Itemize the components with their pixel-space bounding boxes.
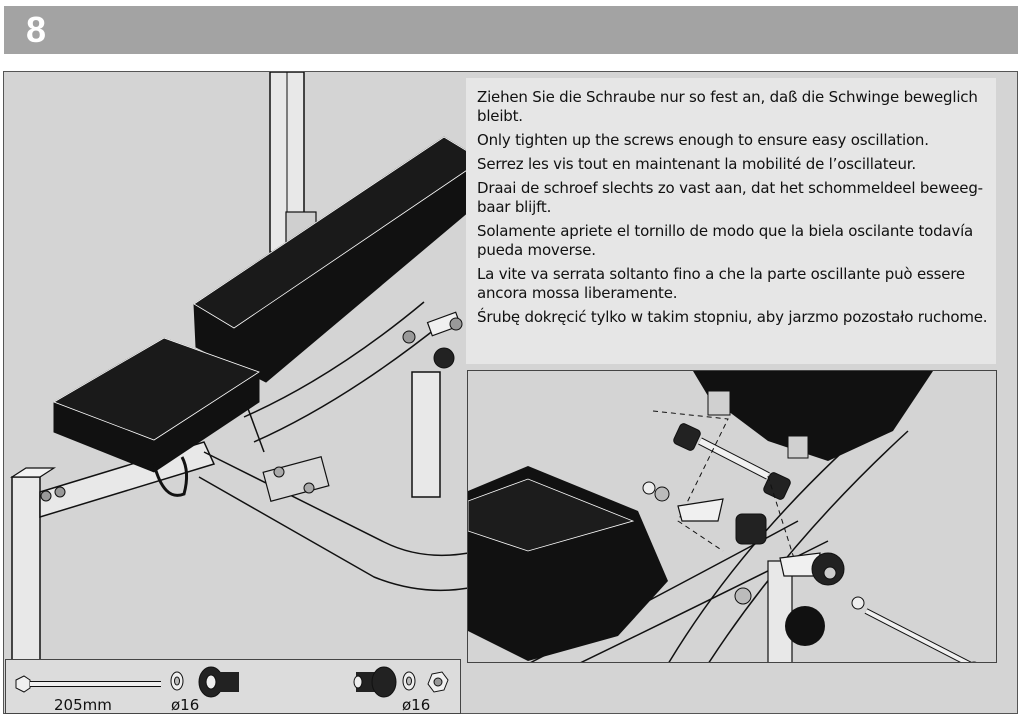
bench-assembly-illustration [9,72,483,713]
parts-legend: 205mm ø16 ø16 [5,659,461,714]
bolt-length-label: 205mm [54,696,112,714]
instruction-polish: Śrubę dokręcić tylko w takim stopniu, ab… [477,308,988,326]
instruction-text-box: Ziehen Sie die Schraube nur so fest an, … [466,78,996,364]
header-bar: 8 [4,6,1018,54]
instruction-italian: La vite va serrata soltanto fino a che l… [477,265,965,302]
instruction-spanish: Solamente apriete el tornillo de modo qu… [477,222,974,259]
instruction-dutch: Draai de schroef slechts zo vast aan, da… [477,179,983,216]
instruction-english: Only tighten up the screws enough to ens… [477,131,929,149]
detail-inset [467,370,997,663]
washer-size-label-left: ø16 [171,696,200,714]
pivot-exploded-view [468,371,977,662]
instruction-german: Ziehen Sie die Schraube nur so fest an, … [477,88,978,125]
parts-icons [15,666,449,698]
instruction-french: Serrez les vis tout en maintenant la mob… [477,155,916,173]
step-number: 8 [26,9,47,50]
washer-size-label-right: ø16 [402,696,431,714]
